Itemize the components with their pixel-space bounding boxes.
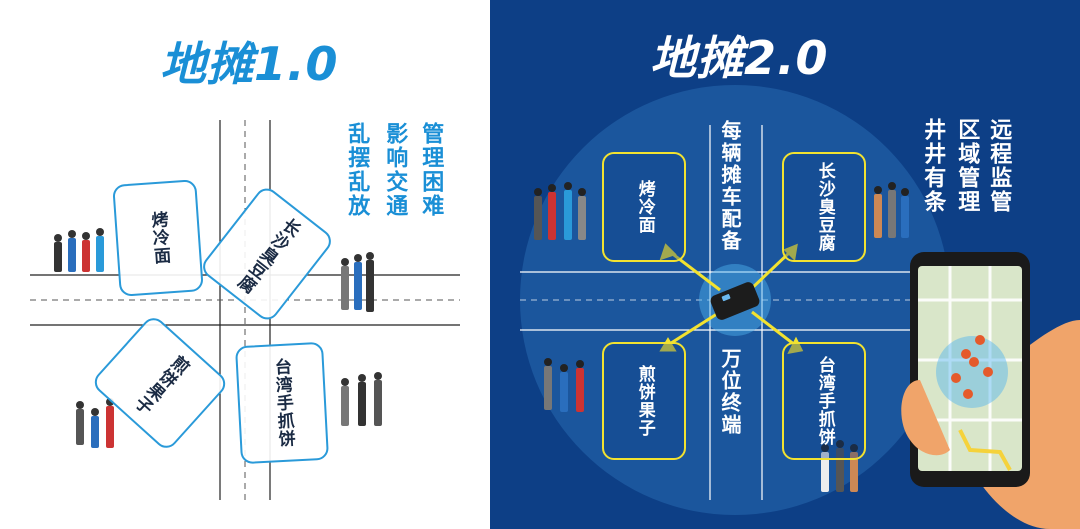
terminal-device-icon (710, 282, 760, 320)
street-map-right (520, 85, 1080, 529)
crowd-right-3 (544, 358, 584, 412)
smartphone-map-icon (901, 252, 1080, 529)
stall-choudoufu-right: 长沙臭豆腐 (782, 152, 866, 262)
stall-kaolengmian-left: 烤冷面 (112, 179, 204, 297)
slogan-remote-monitor: 远程监管 (986, 118, 1012, 214)
stall-shouzhuabing-left: 台湾手抓饼 (234, 341, 330, 465)
slogan-area-management: 区域管理 (954, 118, 980, 214)
slogan-orderly: 井井有条 (920, 118, 946, 214)
crowd-left-4 (341, 372, 382, 426)
street-lines-left (30, 120, 460, 500)
panel-2-0: 地摊2.0 远程监管 区域管理 井井有条 每辆摊车配备 万位终端 烤冷面 长沙臭… (490, 0, 1080, 529)
title-1-0: 地摊1.0 (160, 37, 339, 91)
slogan-3: 乱摆乱放 (344, 122, 370, 218)
center-label-top: 每辆摊车配备 (718, 120, 742, 252)
title-2-0: 地摊2.0 (650, 31, 829, 85)
crowd-right-2 (874, 182, 909, 238)
panel-1-0: 地摊1.0 管理困难 影响交通 乱摆乱放 烤冷面 长沙臭豆腐 煎饼果子 台湾手抓… (0, 0, 490, 529)
stall-shouzhuabing-right: 台湾手抓饼 (782, 342, 866, 460)
stall-jianbing-right: 煎饼果子 (602, 342, 686, 460)
slogan-2: 影响交通 (382, 122, 408, 218)
crowd-left-1 (54, 228, 104, 272)
crowd-right-1 (534, 182, 586, 240)
center-label-bottom: 万位终端 (718, 348, 742, 436)
slogan-1: 管理困难 (418, 122, 444, 218)
crowd-left-2 (341, 252, 374, 312)
crowd-left-3 (76, 398, 114, 448)
stall-kaolengmian-right: 烤冷面 (602, 152, 686, 262)
